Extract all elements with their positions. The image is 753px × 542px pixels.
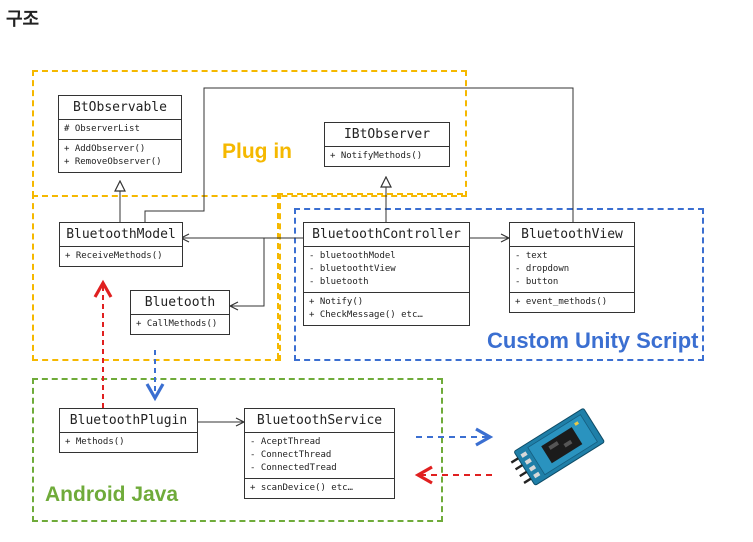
bluetoothcontroller-attr: - bluetoothModel (309, 251, 396, 261)
bluetoothview-class: BluetoothView - text - dropdown - button… (509, 222, 635, 313)
bluetooth-class: Bluetooth + CallMethods() (130, 290, 230, 335)
model-view-loop-line (144, 87, 574, 222)
bluetooth-method: + CallMethods() (136, 319, 218, 329)
bluetoothcontroller-attr: - bluetooth (309, 277, 369, 287)
ibtobserver-name: IBtObserver (325, 123, 449, 147)
bluetoothcontroller-name: BluetoothController (304, 223, 469, 247)
bluetoothview-attr: - dropdown (515, 264, 570, 274)
android-label: Android Java (45, 483, 179, 506)
btobservable-name: BtObservable (59, 96, 181, 120)
unity-region (294, 208, 704, 361)
plugin-label: Plug in (222, 140, 292, 163)
bluetoothcontroller-attr: - bluetoothtView (309, 264, 396, 274)
plugin-region (32, 70, 467, 197)
btobservable-attr: # ObserverList (64, 124, 140, 134)
bluetooth-module-icon (510, 408, 605, 486)
android-region (32, 378, 443, 522)
bluetooth-name: Bluetooth (131, 291, 229, 315)
bluetoothview-name: BluetoothView (510, 223, 634, 247)
btobservable-method: + AddObserver() (64, 144, 146, 154)
bluetoothservice-class: BluetoothService - AceptThread - Connect… (244, 408, 395, 499)
bluetoothmodel-class: BluetoothModel + ReceiveMethods() (59, 222, 183, 267)
bluetoothcontroller-method: + CheckMessage() etc… (309, 310, 423, 320)
bluetoothview-attr: - button (515, 277, 559, 287)
btobservable-class: BtObservable # ObserverList + AddObserve… (58, 95, 182, 173)
plugin-region-step-side (277, 193, 279, 359)
bluetoothservice-attr: - ConnectThread (250, 450, 332, 460)
bluetoothplugin-class: BluetoothPlugin + Methods() (59, 408, 198, 453)
bluetoothservice-attr: - ConnectedTread (250, 463, 337, 473)
ibtobserver-method: + NotifyMethods() (330, 151, 423, 161)
bluetoothcontroller-method: + Notify() (309, 297, 364, 307)
bluetoothmodel-method: + ReceiveMethods() (65, 251, 163, 261)
bluetoothplugin-name: BluetoothPlugin (60, 409, 197, 433)
controller-bluetooth-line (230, 238, 265, 306)
plugin-region-step (277, 193, 463, 195)
unity-label: Custom Unity Script (487, 328, 699, 353)
bluetoothmodel-name: BluetoothModel (60, 223, 182, 247)
bluetoothservice-attr: - AceptThread (250, 437, 321, 447)
bluetoothplugin-method: + Methods() (65, 437, 125, 447)
bluetoothservice-method: + scanDevice() etc… (250, 483, 353, 493)
ibtobserver-class: IBtObserver + NotifyMethods() (324, 122, 450, 167)
bluetoothservice-name: BluetoothService (245, 409, 394, 433)
btobservable-method: + RemoveObserver() (64, 157, 162, 167)
bluetoothcontroller-class: BluetoothController - bluetoothModel - b… (303, 222, 470, 326)
page-title: 구조 (6, 9, 40, 30)
plugin-region-lower (32, 193, 281, 361)
bluetoothview-method: + event_methods() (515, 297, 608, 307)
bluetoothview-attr: - text (515, 251, 548, 261)
